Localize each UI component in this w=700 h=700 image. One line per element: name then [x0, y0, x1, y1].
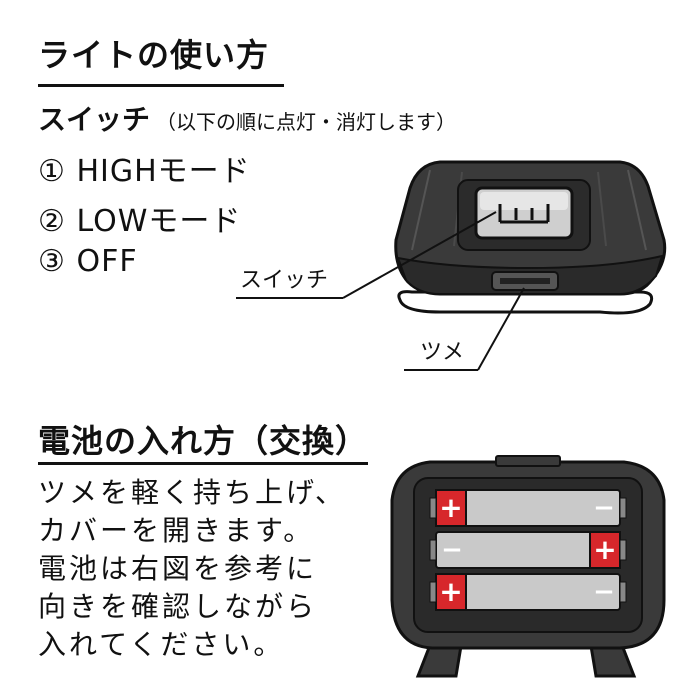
mode-item-low: ② LOWモード: [38, 196, 241, 240]
plus-icon: +: [439, 575, 462, 608]
battery-cell: +−: [429, 489, 627, 527]
switch-callout-line: [342, 211, 497, 299]
instruction-line: ツメを軽く持ち上げ、: [38, 476, 347, 509]
positive-terminal: [435, 573, 467, 611]
switch-heading: スイッチ（以下の順に点灯・消灯します）: [38, 98, 456, 138]
minus-icon: −: [593, 493, 615, 523]
section-title-battery: 電池の入れ方（交換）: [38, 422, 369, 460]
mode-label: HIGHモード: [76, 154, 251, 189]
instructions: ツメを軽く持ち上げ、 カバーを開きます。 電池は右図を参考に 向きを確認しながら…: [38, 474, 346, 664]
mode-number: ③: [38, 244, 66, 279]
mode-label: LOWモード: [76, 204, 242, 239]
instruction-line: カバーを開きます。: [38, 514, 315, 547]
latch-callout-line: [477, 287, 525, 371]
instruction-line: 向きを確認しながら: [38, 590, 318, 623]
switch-title: スイッチ: [38, 103, 151, 136]
mode-item-high: ① HIGHモード: [38, 146, 251, 190]
instruction-line: 電池は右図を参考に: [38, 552, 318, 585]
battery-cell: +−: [429, 573, 627, 611]
minus-icon: −: [441, 535, 463, 565]
switch-grip-icon: [498, 204, 550, 224]
section-title-usage: ライトの使い方: [38, 36, 270, 74]
title-underline: [38, 462, 368, 465]
facet-line-right: [627, 169, 647, 251]
positive-terminal: [435, 489, 467, 527]
headband-clip: [397, 290, 654, 315]
mode-number: ②: [38, 204, 66, 239]
title-underline: [38, 84, 284, 87]
battery-cell: +−: [429, 531, 627, 569]
facet-line-inner-right: [597, 171, 607, 247]
plus-icon: +: [439, 491, 462, 524]
mode-item-off: ③ OFF: [38, 244, 138, 279]
callout-switch-label: スイッチ: [240, 268, 329, 293]
callout-latch-label: ツメ: [420, 340, 465, 365]
mode-label: OFF: [76, 244, 138, 279]
facet-line-left: [411, 169, 431, 251]
minus-icon: −: [593, 577, 615, 607]
mode-number: ①: [38, 154, 66, 189]
instruction-line: 入れてください。: [38, 628, 285, 661]
switch-note: （以下の順に点灯・消灯します）: [156, 110, 457, 134]
plus-icon: +: [593, 533, 616, 566]
battery-group: +−+−+−: [429, 489, 627, 611]
